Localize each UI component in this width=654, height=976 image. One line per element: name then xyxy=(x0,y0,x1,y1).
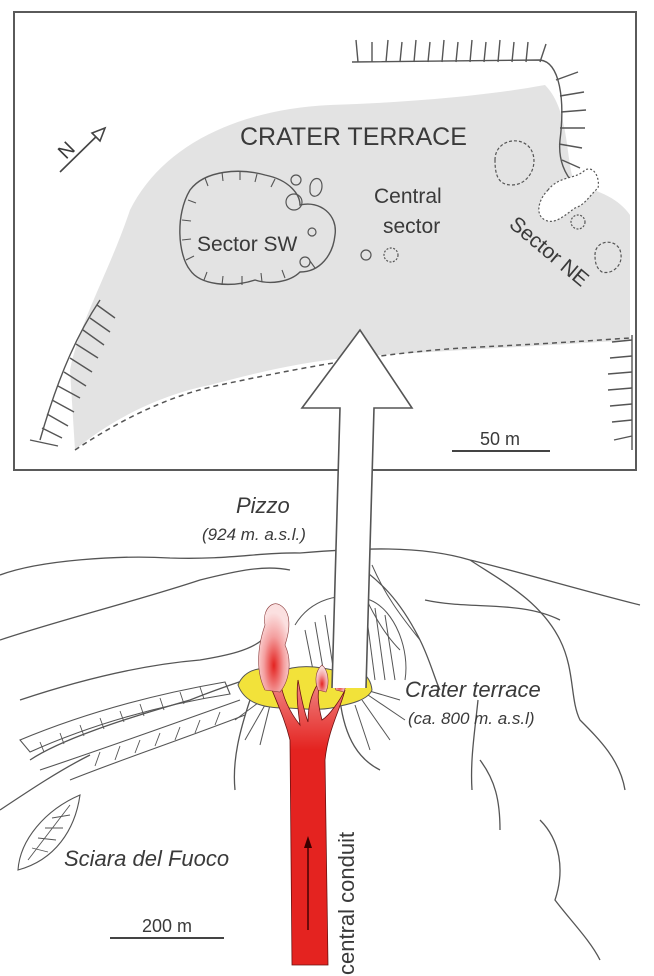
crater-terrace-label: Crater terrace xyxy=(405,677,541,702)
pizzo-label: Pizzo xyxy=(236,493,290,518)
central-sector-label-2: sector xyxy=(383,215,440,238)
crater-terrace-title: CRATER TERRACE xyxy=(240,123,467,151)
sciara-label: Sciara del Fuoco xyxy=(64,846,229,871)
pizzo-elevation-label: (924 m. a.s.l.) xyxy=(202,525,306,544)
sector-sw-label: Sector SW xyxy=(197,233,298,256)
crater-terrace-elevation-label: (ca. 800 m. a.s.l) xyxy=(408,709,535,728)
inset-scale-label: 50 m xyxy=(480,429,520,449)
profile-scale-label: 200 m xyxy=(142,916,192,936)
central-conduit-label: central conduit xyxy=(334,832,359,975)
central-sector-label-1: Central xyxy=(374,185,442,208)
